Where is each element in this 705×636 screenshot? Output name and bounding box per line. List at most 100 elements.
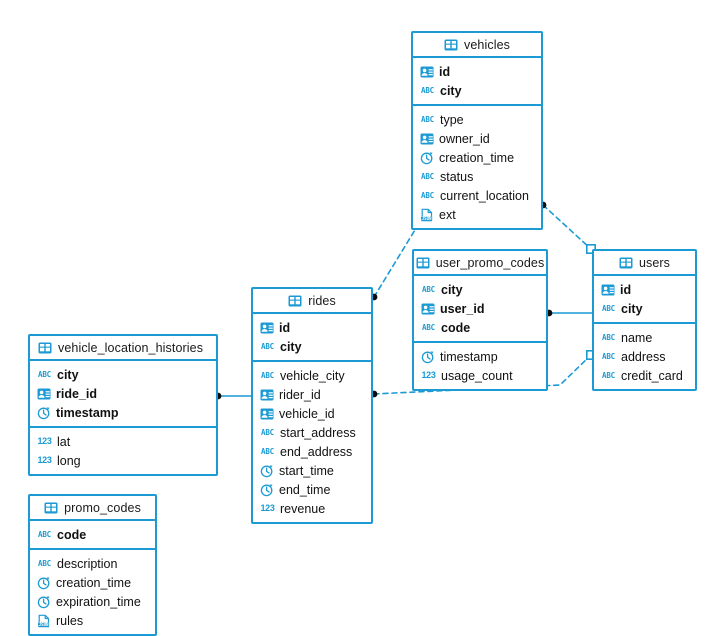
abc-icon: ABC [38, 369, 51, 379]
abc-icon: ABC [261, 370, 274, 380]
entity-header-users[interactable]: users [594, 251, 695, 276]
entity-header-rides[interactable]: rides [253, 289, 371, 314]
field-name: code [441, 320, 471, 335]
field-name: expiration_time [56, 594, 141, 609]
column-row[interactable]: timestamp [414, 347, 546, 366]
abc-icon: ABC [422, 284, 435, 294]
field-name: creation_time [439, 150, 515, 165]
primary-key-row[interactable]: id [413, 62, 541, 81]
field-name: credit_card [621, 368, 683, 383]
field-name: id [439, 64, 451, 79]
field-name: name [621, 330, 653, 345]
column-row[interactable]: expiration_time [30, 592, 155, 611]
abc-icon: ABC [602, 370, 615, 380]
relationship-vehicles-to-users[interactable] [539, 201, 596, 255]
entity-header-vehicles[interactable]: vehicles [413, 33, 541, 58]
field-name: timestamp [440, 349, 498, 364]
abc-icon: ABC [421, 190, 434, 200]
id-badge-icon [421, 302, 435, 316]
abc-icon: ABC [261, 341, 274, 351]
table-icon [416, 256, 430, 270]
column-row[interactable]: end_time [253, 480, 371, 499]
abc-icon: ABC [38, 529, 51, 539]
123-icon: 123 [421, 370, 436, 380]
field-name: city [280, 339, 302, 354]
primary-key-row[interactable]: user_id [414, 299, 546, 318]
primary-key-row[interactable]: timestamp [30, 403, 216, 422]
field-name: current_location [440, 188, 529, 203]
primary-key-row[interactable]: id [253, 318, 371, 337]
entity-title: user_promo_codes [435, 255, 545, 270]
field-name: ride_id [56, 386, 97, 401]
field-name: city [440, 83, 462, 98]
field-name: start_time [279, 463, 334, 478]
field-name: rules [56, 613, 84, 628]
entity-title: users [638, 255, 671, 270]
field-name: description [57, 556, 118, 571]
column-row[interactable]: ABC credit_card [594, 366, 695, 385]
column-row[interactable]: start_time [253, 461, 371, 480]
id-badge-icon [420, 132, 434, 146]
field-name: start_address [280, 425, 356, 440]
entity-title: promo_codes [64, 500, 141, 515]
primary-key-row[interactable]: id [594, 280, 695, 299]
column-row[interactable]: creation_time [30, 573, 155, 592]
entity-header-user_promo_codes[interactable]: user_promo_codes [414, 251, 546, 276]
column-row[interactable]: creation_time [413, 148, 541, 167]
table-icon [44, 501, 58, 515]
primary-key-row[interactable]: ABC city [253, 337, 371, 356]
relationship-user_promo_codes-to-users[interactable] [545, 309, 593, 317]
svg-text:JSON: JSON [39, 622, 49, 627]
column-row[interactable]: owner_id [413, 129, 541, 148]
svg-text:JSON: JSON [422, 216, 432, 221]
entity-header-promo_codes[interactable]: promo_codes [30, 496, 155, 521]
column-row[interactable]: vehicle_id [253, 404, 371, 423]
column-row[interactable]: rider_id [253, 385, 371, 404]
column-row[interactable]: JSON rules [30, 611, 155, 630]
id-badge-icon [420, 65, 434, 79]
field-name: address [621, 349, 666, 364]
field-name: owner_id [439, 131, 490, 146]
id-badge-icon [601, 283, 615, 297]
relationship-vehicle_location_histories-to-rides[interactable] [214, 392, 252, 400]
field-name: creation_time [56, 575, 132, 590]
123-icon: 123 [37, 455, 52, 465]
column-row[interactable]: JSON ext [413, 205, 541, 224]
column-row[interactable]: ABC current_location [413, 186, 541, 205]
table-icon [619, 256, 633, 270]
primary-key-row[interactable]: ride_id [30, 384, 216, 403]
entity-header-vehicle_location_histories[interactable]: vehicle_location_histories [30, 336, 216, 361]
field-name: ext [439, 207, 456, 222]
